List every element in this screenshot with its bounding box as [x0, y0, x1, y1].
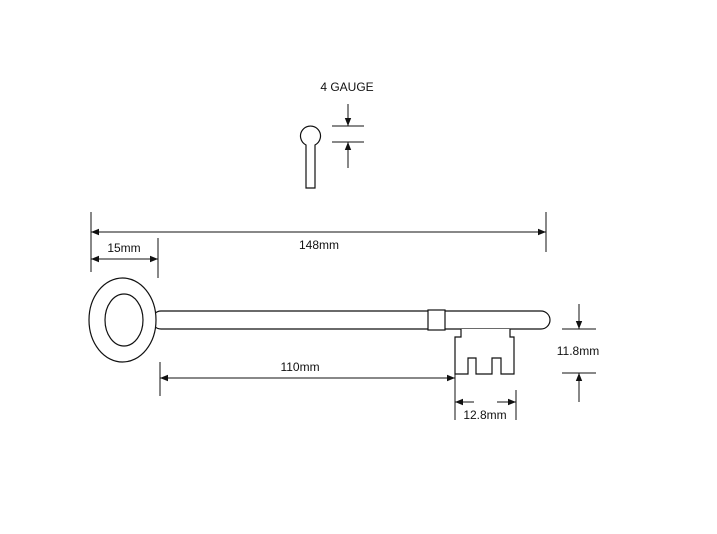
bit-width-dimension: 12.8mm	[455, 390, 517, 422]
key-bow	[88, 277, 157, 363]
bit-height-label: 11.8mm	[557, 344, 599, 358]
shank-length-label: 110mm	[280, 360, 319, 374]
key-shank	[151, 310, 551, 330]
bit-height-dimension: 11.8mm	[557, 304, 599, 402]
gauge-label: 4 GAUGE	[320, 80, 373, 94]
key-collar	[427, 309, 446, 331]
bow-width-label: 15mm	[107, 241, 140, 255]
key-bit	[454, 329, 515, 375]
gauge-profile	[299, 125, 322, 189]
bit-width-label: 12.8mm	[463, 408, 506, 422]
overall-length-label: 148mm	[299, 238, 339, 252]
overall-length-dimension: 148mm	[90, 212, 547, 272]
key-outline	[88, 277, 551, 375]
bow-width-dimension: 15mm	[91, 238, 159, 278]
shank-length-dimension: 110mm	[159, 360, 456, 420]
gauge-dimension: 4 GAUGE	[320, 80, 374, 168]
